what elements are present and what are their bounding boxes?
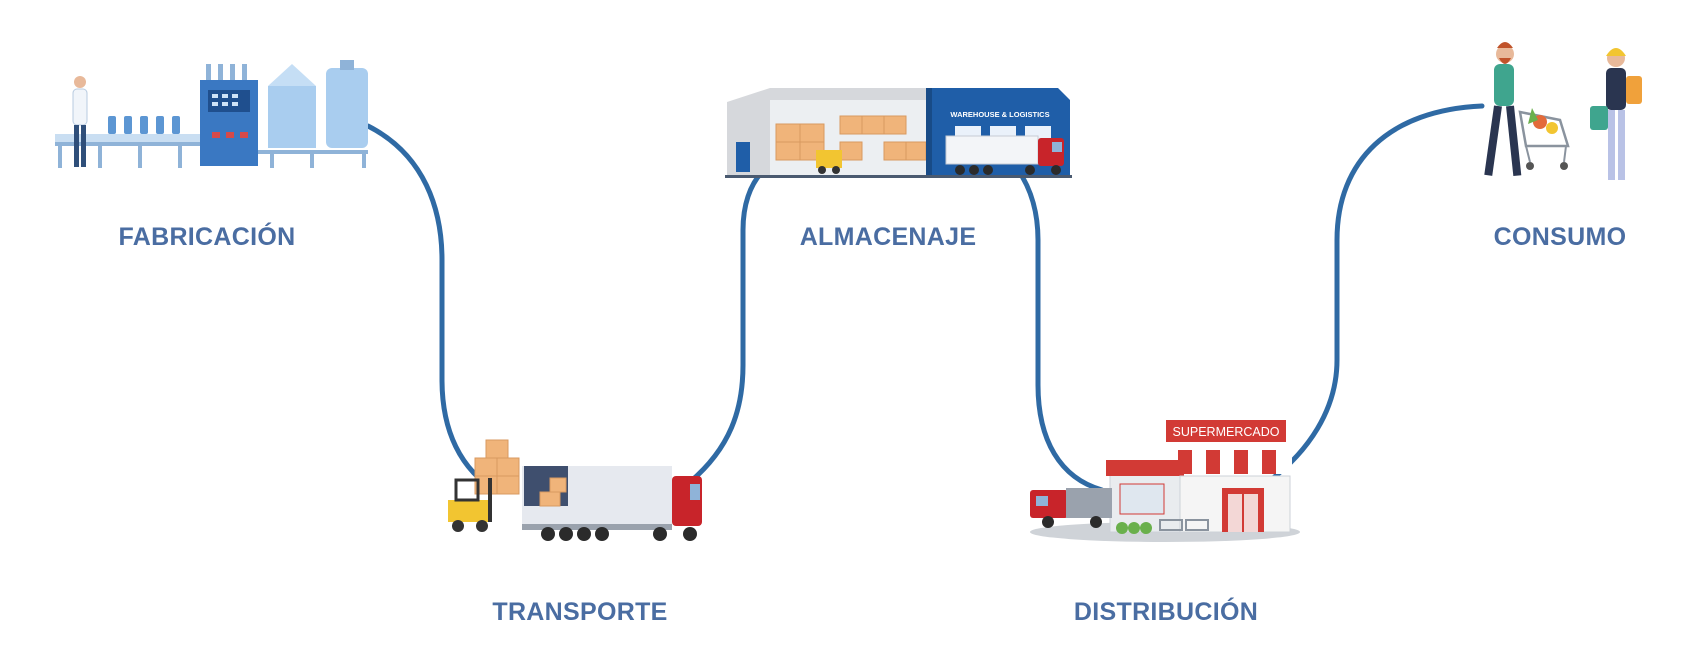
stage-label-transporte: TRANSPORTE [492, 598, 668, 626]
stage-label-almacenaje: ALMACENAJE [799, 223, 977, 251]
warehouse-icon: WAREHOUSE & LOGISTICS [725, 88, 1072, 178]
stage-label-fabricacion: FABRICACIÓN [118, 223, 296, 251]
factory-production-line-icon [55, 60, 368, 168]
shoppers-icon [1484, 42, 1642, 180]
supermarket-sign: SUPERMERCADO [1173, 425, 1280, 439]
supermarket-icon: SUPERMERCADO [1030, 420, 1300, 542]
truck-forklift-icon [448, 439, 702, 541]
warehouse-sign: WAREHOUSE & LOGISTICS [950, 110, 1049, 119]
stage-label-consumo: CONSUMO [1493, 223, 1627, 251]
stage-label-distribucion: DISTRIBUCIÓN [1073, 598, 1259, 626]
flow-path [365, 103, 1485, 495]
